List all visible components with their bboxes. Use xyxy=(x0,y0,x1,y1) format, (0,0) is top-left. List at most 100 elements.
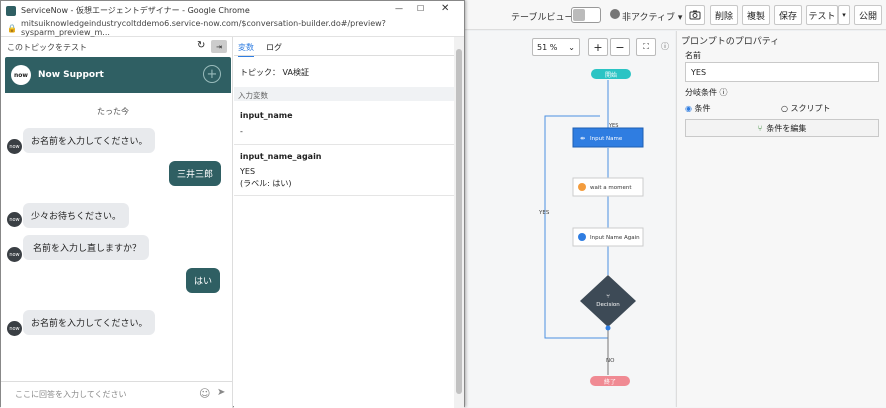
variables-panel: 変数 ログ トピック： VA検証 入力変数 input_name - input… xyxy=(234,37,454,408)
node-input-name-label: Input Name xyxy=(590,136,623,142)
tab-log[interactable]: ログ xyxy=(266,43,282,52)
camera-button[interactable] xyxy=(685,5,705,25)
test-dropdown-button[interactable]: ▾ xyxy=(838,5,850,25)
var-value: - xyxy=(240,127,243,136)
name-input[interactable]: YES xyxy=(685,62,879,82)
node-wait xyxy=(572,177,644,197)
chat-message-user: はい xyxy=(186,268,221,293)
status-dot-icon xyxy=(610,9,620,19)
chevron-down-icon: ⌄ xyxy=(568,42,575,52)
url-text: mitsuiknowledgeindustrycoltddemo6.servic… xyxy=(20,19,386,37)
app-icon xyxy=(6,5,16,16)
branch-icon: ⑂ xyxy=(757,123,763,133)
radio-selected-icon: ◉ xyxy=(685,104,692,113)
address-bar[interactable]: 🔒 mitsuiknowledgeindustrycoltddemo6.serv… xyxy=(1,19,464,37)
radio-condition[interactable]: ◉ 条件 xyxy=(685,104,711,113)
node-input-again-icon xyxy=(578,233,586,241)
chat-header: now Now Support + xyxy=(5,57,231,93)
var-name: input_name_again xyxy=(240,152,322,161)
browser-title: ServiceNow - 仮想エージェントデザイナー - Google Chro… xyxy=(21,6,250,15)
minimize-button[interactable]: — xyxy=(395,4,403,13)
chat-message-bot: 少々お待ちください。 xyxy=(23,203,130,228)
collapse-button[interactable]: ⇥ xyxy=(211,40,227,53)
node-input-again-label: Input Name Again xyxy=(590,235,640,241)
flow-diagram: 開始 YES ⇹ Input Name wait a moment Input … xyxy=(538,69,644,386)
divider xyxy=(234,144,454,145)
properties-title: プロンプトのプロパティ xyxy=(681,37,780,47)
table-view-toggle[interactable] xyxy=(571,7,601,23)
info-icon: ⓘ xyxy=(661,42,669,51)
chat-message-bot: 名前を入力し直しますか？ xyxy=(23,235,150,260)
radio-unselected-icon: ○ xyxy=(781,104,788,113)
maximize-button[interactable]: ☐ xyxy=(417,4,425,13)
delete-button[interactable]: 削除 xyxy=(710,5,738,25)
zoom-in-button[interactable]: + xyxy=(588,38,608,56)
properties-panel: プロンプトのプロパティ 名前 YES 分岐条件 ⓘ ◉ 条件 ○ スクリプト ⑂… xyxy=(676,31,886,407)
edge-label-yes-left: YES xyxy=(538,210,550,216)
topic-info: トピック： VA検証 xyxy=(240,68,309,77)
close-window-button[interactable]: ✕ xyxy=(441,3,450,14)
bot-avatar: now xyxy=(7,212,22,227)
divider xyxy=(1,381,233,382)
zoom-select[interactable]: 51 %⌄ xyxy=(532,38,580,56)
fit-screen-button[interactable]: ⛶ xyxy=(636,38,656,56)
node-wait-label: wait a moment xyxy=(590,185,632,191)
node-end-label: 終了 xyxy=(604,378,616,386)
publish-button[interactable]: 公開 xyxy=(854,5,882,25)
camera-icon xyxy=(689,10,701,20)
branch-condition-label: 分岐条件 ⓘ xyxy=(685,88,728,97)
table-view-label: テーブルビュー xyxy=(511,13,574,23)
edit-condition-button[interactable]: ⑂条件を編集 xyxy=(685,119,879,137)
scrollbar[interactable] xyxy=(454,37,464,408)
copy-button[interactable]: 複製 xyxy=(742,5,770,25)
node-input-name-icon: ⇹ xyxy=(580,135,585,142)
tab-variables[interactable]: 変数 xyxy=(238,42,254,57)
divider xyxy=(234,195,454,196)
node-input-again xyxy=(572,227,644,247)
bot-avatar: now xyxy=(7,321,22,336)
divider xyxy=(234,55,454,56)
chat-message-bot: お名前を入力してください。 xyxy=(23,128,156,153)
edge-label-yes-top: YES xyxy=(608,123,618,129)
test-button[interactable]: テスト xyxy=(806,5,838,25)
scrollbar-thumb[interactable] xyxy=(456,49,462,394)
status-dropdown[interactable]: 非アクティブ ▾ xyxy=(622,13,683,23)
decision-port xyxy=(605,325,611,331)
test-topic-title: このトピックをテスト xyxy=(7,43,87,52)
save-button[interactable]: 保存 xyxy=(774,5,802,25)
chat-panel: このトピックをテスト ↻ ⇥ now Now Support + たった今 no… xyxy=(1,37,233,408)
new-chat-icon[interactable]: + xyxy=(203,65,221,83)
var-label: (ラベル: はい) xyxy=(240,179,292,188)
node-start-label: 開始 xyxy=(605,71,617,79)
chat-brand: Now Support xyxy=(38,70,104,80)
bot-avatar: now xyxy=(7,139,22,154)
flow-canvas[interactable] xyxy=(465,31,675,407)
designer-toolbar: テーブルビュー 非アクティブ ▾ 削除 複製 保存 テスト ▾ 公開 xyxy=(465,0,886,30)
chat-input[interactable]: ここに回答を入力してください xyxy=(15,390,127,399)
zoom-out-button[interactable]: − xyxy=(610,38,630,56)
info-icon: ⓘ xyxy=(719,88,728,97)
node-wait-icon xyxy=(578,183,586,191)
chat-message-user: 三井三郎 xyxy=(169,161,222,186)
name-label: 名前 xyxy=(685,51,701,60)
node-start xyxy=(591,69,631,79)
lock-icon: 🔒 xyxy=(7,23,17,33)
emoji-icon[interactable]: ☺ xyxy=(199,387,211,400)
section-header: 入力変数 xyxy=(234,87,454,101)
preview-browser-window: ServiceNow - 仮想エージェントデザイナー - Google Chro… xyxy=(0,0,465,408)
send-icon[interactable]: ➤ xyxy=(217,387,226,398)
bot-avatar: now xyxy=(7,247,22,262)
var-name: input_name xyxy=(240,111,293,120)
chat-message-bot: お名前を入力してください。 xyxy=(23,310,156,335)
refresh-icon[interactable]: ↻ xyxy=(197,40,206,51)
now-logo: now xyxy=(11,65,31,85)
browser-titlebar: ServiceNow - 仮想エージェントデザイナー - Google Chro… xyxy=(1,1,464,20)
edge-label-no: NO xyxy=(606,358,615,364)
chat-timestamp: たった今 xyxy=(97,107,129,116)
decision-icon: ⑂ xyxy=(606,293,610,300)
node-input-name xyxy=(572,127,644,148)
node-decision-label: Decision xyxy=(596,302,620,308)
radio-script[interactable]: ○ スクリプト xyxy=(781,104,831,113)
var-value: YES xyxy=(240,167,256,176)
node-decision xyxy=(580,275,636,327)
